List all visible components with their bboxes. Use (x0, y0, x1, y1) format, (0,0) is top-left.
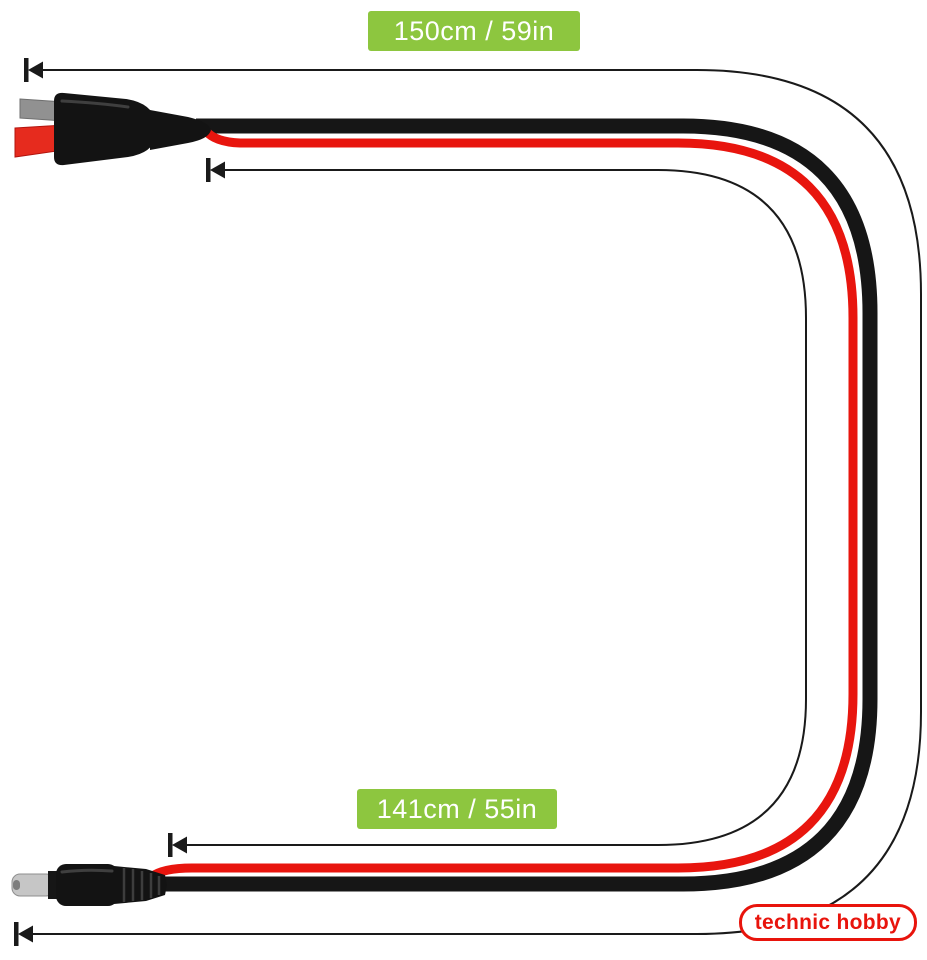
plug-body (56, 864, 118, 906)
dim-arrow-icon-bottom-inner (168, 833, 187, 857)
dim-arrow-icon-top-inner (206, 158, 225, 182)
connector-boot (150, 110, 211, 150)
connector-housing-gloss (60, 99, 130, 109)
plug-body-gloss (60, 868, 114, 874)
top-length-badge: 150cm / 59in (368, 11, 580, 51)
dim-arrow-icon-bottom-outer (14, 922, 33, 946)
plug-strain-relief (114, 866, 167, 904)
inner-dimension-line (186, 169, 807, 846)
dim-arrow-icon-top-outer (24, 58, 43, 82)
connector-housing (54, 92, 156, 166)
black-cable (150, 118, 878, 892)
anderson-powerpole-connector (14, 92, 211, 166)
plug-tip-slot (13, 880, 20, 890)
red-cable (146, 126, 858, 882)
plug-collar (48, 871, 58, 899)
bottom-length-badge: 141cm / 55in (357, 789, 557, 829)
plug-strain-relief-ribs (122, 868, 161, 902)
dc-barrel-plug (11, 864, 167, 906)
brand-watermark: technic hobby (738, 904, 917, 941)
